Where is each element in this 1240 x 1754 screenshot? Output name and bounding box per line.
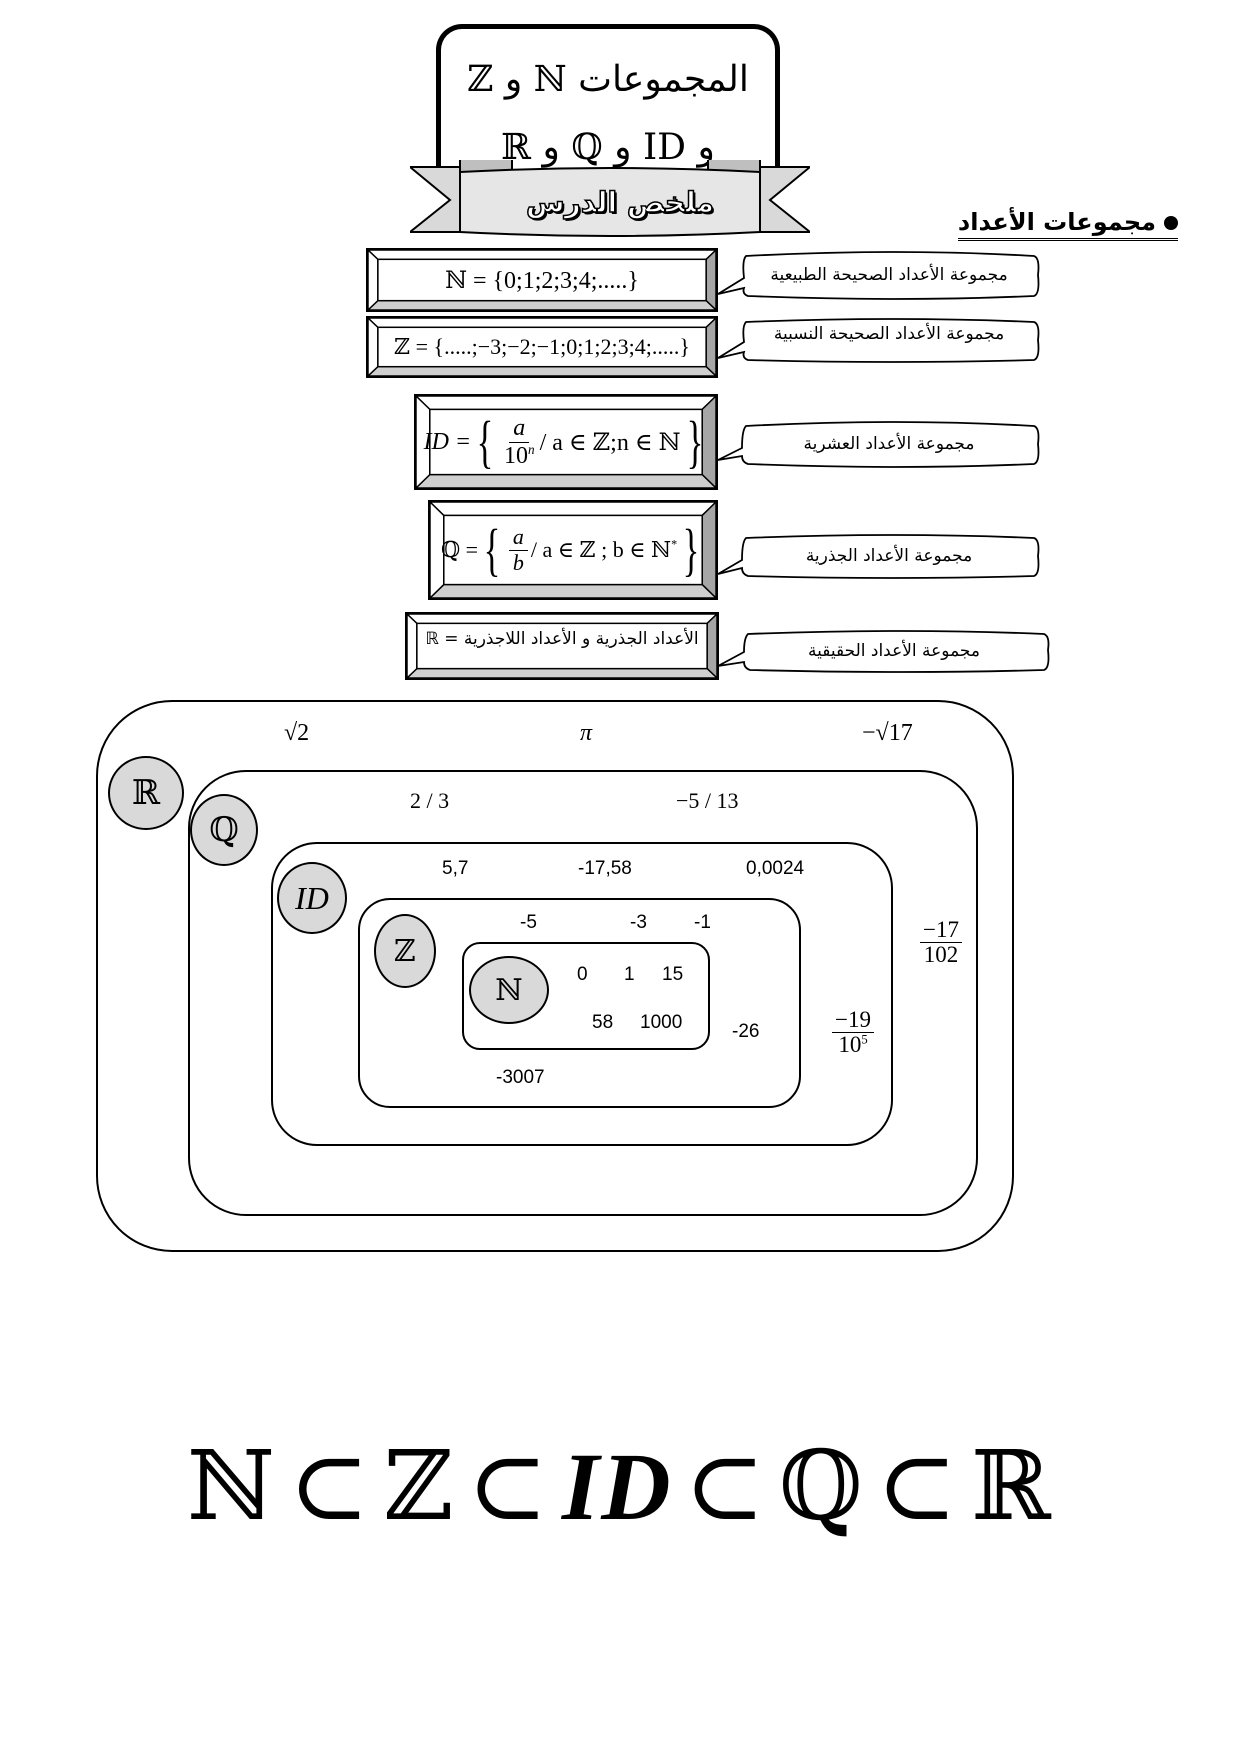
- callout-N: مجموعة الأعداد الصحيحة الطبيعية: [717, 250, 1040, 300]
- formula-box-Q: ℚ = { a b / a ∈ ℤ ; b ∈ ℕ* }: [428, 500, 718, 600]
- set-R-label: ℝ: [108, 756, 184, 830]
- right-brace: }: [682, 517, 700, 582]
- element-sqrt2: √2: [284, 720, 310, 746]
- ribbon-band: [459, 167, 761, 237]
- element-2-3: 2 / 3: [410, 788, 450, 813]
- callout-ID: مجموعة الأعداد العشرية: [717, 420, 1040, 468]
- subset-symbol: ⊂: [288, 1430, 372, 1542]
- element-neg1: -1: [694, 912, 711, 933]
- set-ID-region: [271, 842, 893, 1146]
- subset-symbol: ⊂: [467, 1430, 550, 1542]
- formula-ID: ID = { a 10n / a ∈ ℤ;n ∈ ℕ }: [424, 409, 703, 474]
- bullet-icon: [1164, 216, 1178, 230]
- chain-Q: ℚ: [778, 1430, 865, 1542]
- title-line-1: المجموعات ℕ و ℤ: [467, 59, 749, 100]
- element-neg3007: -3007: [496, 1067, 545, 1088]
- set-N-region: [462, 942, 710, 1050]
- formula-ID-fraction: a 10n: [502, 415, 537, 469]
- formula-N: ℕ = {0;1;2;3;4;.....}: [445, 267, 639, 294]
- callout-R: مجموعة الأعداد الحقيقية: [717, 630, 1050, 673]
- ribbon-right-tail: [759, 166, 810, 233]
- element-15: 15: [662, 964, 684, 985]
- element-neg-sqrt17: −√17: [862, 720, 913, 746]
- formula-ID-rest: / a ∈ ℤ;n ∈ ℕ: [539, 429, 681, 456]
- formula-Q-lhs: ℚ =: [440, 537, 479, 562]
- left-brace: {: [483, 517, 501, 582]
- formula-R: الأعداد الجذرية و الأعداد اللاجذرية = ℝ: [425, 629, 699, 649]
- set-Q-label: ℚ: [190, 794, 258, 866]
- element-neg17-58: -17,58: [578, 858, 632, 879]
- element-neg3: -3: [630, 912, 647, 933]
- callout-ID-text: مجموعة الأعداد العشرية: [803, 434, 975, 454]
- callout-Q: مجموعة الأعداد الجذرية: [717, 534, 1040, 579]
- formula-Q-rest: / a ∈ ℤ ; b ∈ ℕ*: [530, 537, 678, 562]
- formula-box-N: ℕ = {0;1;2;3;4;.....}: [366, 248, 718, 312]
- formula-Q-numerator: a: [508, 525, 528, 551]
- section-heading: مجموعات الأعداد: [957, 208, 1178, 241]
- chain-R: ℝ: [971, 1430, 1053, 1542]
- formula-Q-fraction: a b: [508, 525, 528, 575]
- formula-Z: ℤ = {.....;−3;−2;−1;0;1;2;3;4;.....}: [394, 334, 690, 359]
- element-0: 0: [577, 964, 588, 985]
- element-1000: 1000: [640, 1012, 683, 1033]
- set-Q-region: [188, 770, 978, 1216]
- inclusion-chain: ℕ⊂ℤ⊂ID⊂ℚ⊂ℝ: [0, 1430, 1240, 1542]
- element-5-7: 5,7: [442, 858, 469, 879]
- element-neg5: -5: [520, 912, 537, 933]
- ribbon-label: ملخص الدرس: [525, 185, 714, 220]
- right-brace: }: [686, 409, 703, 474]
- callout-N-text: مجموعة الأعداد الصحيحة الطبيعية: [770, 265, 1008, 285]
- formula-ID-lhs: ID =: [423, 428, 472, 455]
- set-ID-label: ID: [277, 862, 347, 934]
- chain-N: ℕ: [187, 1430, 277, 1542]
- subset-symbol: ⊂: [876, 1430, 960, 1542]
- formula-box-Z: ℤ = {.....;−3;−2;−1;0;1;2;3;4;.....}: [366, 316, 718, 378]
- callout-Z-text: مجموعة الأعداد الصحيحة النسبية: [773, 324, 1005, 344]
- element-neg26: -26: [732, 1021, 760, 1042]
- formula-Q-denominator: b: [512, 549, 524, 575]
- chain-Z: ℤ: [383, 1430, 456, 1542]
- set-Z-label: ℤ: [374, 914, 436, 988]
- callout-Q-text: مجموعة الأعداد الجذرية: [805, 546, 973, 566]
- section-heading-text: مجموعات الأعداد: [957, 208, 1156, 236]
- subset-symbol: ⊂: [684, 1430, 767, 1542]
- set-N-label: ℕ: [469, 956, 549, 1024]
- ribbon-banner: [410, 160, 810, 237]
- chain-ID: ID: [561, 1433, 673, 1540]
- formula-box-ID: ID = { a 10n / a ∈ ℤ;n ∈ ℕ }: [414, 394, 718, 490]
- element-0-0024: 0,0024: [746, 858, 805, 879]
- element-58: 58: [592, 1012, 614, 1033]
- set-Z-region: [358, 898, 801, 1108]
- set-R-region: [96, 700, 1014, 1252]
- element-pi: π: [580, 720, 593, 746]
- formula-box-R: الأعداد الجذرية و الأعداد اللاجذرية = ℝ: [405, 612, 719, 680]
- element-1: 1: [624, 964, 635, 985]
- element-neg5-13: −5 / 13: [676, 788, 739, 813]
- formula-ID-denominator: 10n: [503, 441, 535, 469]
- callout-Z: مجموعة الأعداد الصحيحة النسبية: [717, 318, 1040, 363]
- formula-Q: ℚ = { a b / a ∈ ℤ ; b ∈ ℕ* }: [440, 516, 702, 584]
- left-brace: {: [476, 409, 494, 474]
- ribbon-left-tail: [410, 166, 461, 233]
- callout-R-text: مجموعة الأعداد الحقيقية: [808, 641, 980, 661]
- formula-ID-numerator: a: [509, 415, 530, 443]
